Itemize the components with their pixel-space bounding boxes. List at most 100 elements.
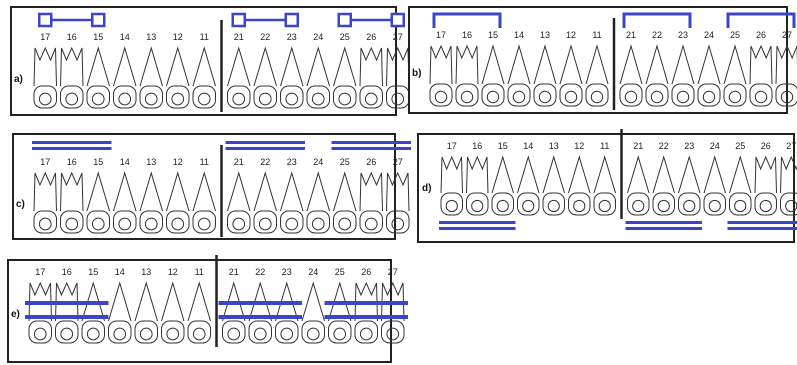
tooth-number: 14 [120, 157, 130, 167]
tooth-occlusal [364, 217, 378, 231]
tooth-15: 15 [481, 30, 505, 107]
tooth-occlusal [38, 92, 52, 106]
tooth-number: 15 [93, 32, 103, 42]
tooth-13: 13 [139, 157, 163, 234]
tooth-crown [729, 192, 752, 216]
tooth-24: 24 [306, 32, 330, 109]
tooth-number: 22 [260, 32, 270, 42]
tooth-number: 21 [633, 141, 643, 151]
tooth-number: 15 [93, 157, 103, 167]
tooth-occlusal [650, 90, 664, 104]
tooth-13: 13 [134, 267, 158, 344]
tooth-16: 16 [466, 141, 489, 216]
tooth-number: 24 [704, 30, 714, 40]
splint-bar [32, 147, 112, 150]
tooth-root [593, 155, 616, 194]
tooth-crown [440, 192, 463, 216]
tooth-number: 27 [393, 32, 403, 42]
tooth-occlusal [253, 327, 267, 341]
tooth-root [86, 46, 110, 87]
splint-bar [324, 315, 408, 319]
tooth-occlusal [522, 199, 535, 213]
tooth-crown [703, 192, 726, 216]
tooth-root [301, 281, 325, 322]
tooth-root [86, 171, 110, 212]
tooth-crown [359, 210, 383, 234]
tooth-21: 21 [619, 30, 643, 107]
tooth-crown [671, 83, 695, 107]
tooth-22: 22 [645, 30, 669, 107]
tooth-crown [593, 192, 616, 216]
tooth-13: 13 [139, 32, 163, 109]
tooth-occlusal [311, 92, 325, 106]
tooth-occlusal [258, 92, 272, 106]
tooth-occlusal [311, 217, 325, 231]
tooth-14: 14 [108, 267, 132, 344]
tooth-occlusal [91, 217, 105, 231]
tooth-16: 16 [55, 267, 79, 344]
bracket-arch [726, 12, 796, 28]
tooth-root [645, 44, 669, 85]
bracket-arch [432, 12, 502, 28]
tooth-crown [585, 83, 609, 107]
tooth-number: 21 [626, 30, 636, 40]
tooth-crown [481, 83, 505, 107]
tooth-number: 25 [340, 157, 350, 167]
tooth-crown [166, 210, 190, 234]
tooth-occlusal [471, 199, 484, 213]
tooth-crown [333, 210, 357, 234]
tooth-root [248, 281, 272, 322]
tooth-number: 26 [366, 32, 376, 42]
tooth-occlusal [486, 90, 500, 104]
tooth-26: 26 [359, 32, 383, 109]
tooth-crown [275, 320, 299, 344]
tooth-occlusal [496, 199, 509, 213]
tooth-root [139, 46, 163, 87]
tooth-root [568, 155, 591, 194]
tooth-crown [306, 210, 330, 234]
splint-bar [324, 301, 408, 305]
tooth-number: 24 [313, 32, 323, 42]
splint-bar [225, 147, 305, 150]
tooth-crown [386, 210, 410, 234]
tooth-occlusal [118, 217, 132, 231]
tooth-root [113, 171, 137, 212]
tooth-crown [134, 320, 158, 344]
tooth-root [60, 46, 84, 87]
tooth-17: 17 [28, 267, 52, 344]
clasp-box [284, 12, 299, 28]
tooth-root [466, 155, 489, 194]
tooth-number: 13 [146, 157, 156, 167]
tooth-occlusal [434, 90, 448, 104]
tooth-26: 26 [754, 141, 777, 216]
tooth-root [481, 44, 505, 85]
tooth-occlusal [538, 90, 552, 104]
tooth-number: 12 [574, 141, 584, 151]
tooth-crown [280, 85, 304, 109]
splint-bar [218, 301, 302, 305]
tooth-occlusal [118, 92, 132, 106]
tooth-number: 27 [786, 141, 796, 151]
tooth-number: 25 [735, 141, 745, 151]
tooth-occlusal [785, 199, 797, 213]
tooth-crown [697, 83, 721, 107]
tooth-occlusal [590, 90, 604, 104]
tooth-root [775, 44, 797, 85]
tooth-12: 12 [559, 30, 583, 107]
tooth-number: 16 [62, 267, 72, 277]
tooth-root [780, 155, 797, 194]
tooth-occlusal [65, 217, 79, 231]
tooth-crown [517, 192, 540, 216]
splint-bar [625, 227, 702, 230]
tooth-root [113, 46, 137, 87]
tooth-root [328, 281, 352, 322]
tooth-crown [533, 83, 557, 107]
tooth-occlusal [364, 92, 378, 106]
tooth-root [139, 171, 163, 212]
tooth-crown [619, 83, 643, 107]
bracket-arch [622, 12, 692, 28]
tooth-12: 12 [166, 157, 190, 234]
